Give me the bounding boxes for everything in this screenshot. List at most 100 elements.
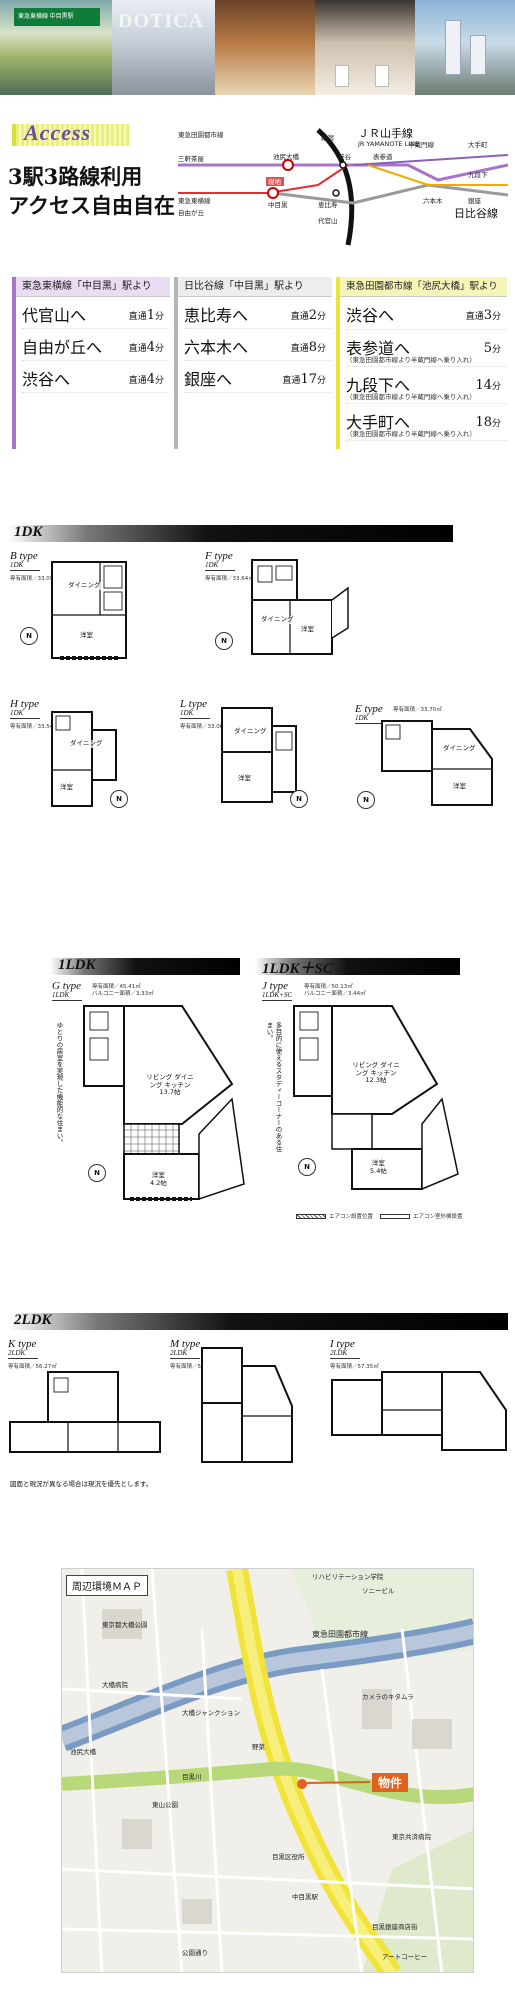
section-bar-1ldk bbox=[50, 958, 240, 975]
route-row: 恵比寿へ 直通2分 bbox=[184, 297, 332, 329]
toyoko-line-label: 東急東横線 bbox=[178, 196, 211, 205]
time-minutes: 4 bbox=[146, 340, 155, 355]
room-ldk-size: 12.3帖 bbox=[365, 1076, 387, 1084]
route-row: 代官山へ 直通1分 bbox=[22, 297, 170, 329]
tower-shape bbox=[445, 20, 461, 75]
route-time: 直通4分 bbox=[129, 340, 164, 355]
toyoko-line bbox=[178, 164, 349, 194]
time-minutes: 3 bbox=[483, 308, 492, 323]
section-bar-2ldk bbox=[8, 1313, 508, 1330]
north-arrow-icon: N bbox=[357, 791, 375, 809]
column-header: 日比谷線「中目黒」駅より bbox=[178, 277, 332, 297]
room-dining: ダイニング bbox=[261, 615, 294, 624]
shop-photo: DOTICA bbox=[112, 0, 215, 95]
ginza-line bbox=[367, 164, 508, 186]
plan-spec: 専有面積／33.06㎡ bbox=[180, 724, 229, 730]
station-label-daikanyama: 代官山 bbox=[318, 216, 338, 225]
route-time: 5分 bbox=[484, 341, 501, 356]
map-label-f: 目黒川 bbox=[182, 1773, 202, 1781]
route-time: 18分 bbox=[475, 415, 501, 430]
legend-aircon-outdoor: エアコン室外機設置 bbox=[380, 1212, 463, 1220]
legend-swatch bbox=[380, 1214, 410, 1219]
map-label-expressway: 東急田園都市線 bbox=[312, 1629, 368, 1639]
station-label-shinjuku: 新宿 bbox=[321, 133, 335, 142]
plan-type: F type bbox=[205, 550, 233, 562]
station-label-ikejiri: 池尻大橋 bbox=[273, 152, 300, 161]
route-destination: 渋谷へ bbox=[346, 306, 395, 325]
legend-swatch bbox=[296, 1214, 326, 1219]
jr-line bbox=[316, 128, 355, 246]
map-label-e: 池尻大橋 bbox=[70, 1747, 97, 1756]
area-map-svg: リハビリテーション学院 ソニービル 東京都大橋公園 大橋病院 池尻大橋 東急田園… bbox=[62, 1569, 473, 1972]
area-map: リハビリテーション学院 ソニービル 東京都大橋公園 大橋病院 池尻大橋 東急田園… bbox=[61, 1568, 474, 1973]
plan-type: J type bbox=[262, 980, 288, 992]
plan-layout: 2LDK bbox=[330, 1349, 360, 1359]
time-prefix: 直通 bbox=[290, 312, 309, 322]
cafe-photo bbox=[315, 0, 415, 95]
legend-label: エアコン室外機設置 bbox=[413, 1214, 463, 1220]
plan-layout: 1DK bbox=[355, 714, 385, 724]
property-tag: 物件 bbox=[372, 1773, 409, 1792]
time-prefix: 直通 bbox=[128, 376, 147, 386]
plan-type: I type bbox=[330, 1338, 355, 1350]
legend-aircon: エアコン設置位置 bbox=[296, 1212, 373, 1220]
route-time: 直通1分 bbox=[129, 308, 164, 323]
route-row: 渋谷へ 直通3分 bbox=[346, 297, 507, 330]
section-label-1ldk: 1LDK bbox=[58, 957, 96, 973]
plan-type: H type bbox=[10, 698, 40, 710]
station-label-roppongi: 六本木 bbox=[423, 196, 443, 205]
photo-strip: 東急東横線 中目黒駅 DOTICA bbox=[0, 0, 515, 95]
plan-layout: 1DK bbox=[10, 709, 40, 719]
plan-layout: 2LDK bbox=[8, 1349, 38, 1359]
north-arrow-icon: N bbox=[298, 1158, 316, 1176]
room-dining: ダイニング bbox=[443, 744, 476, 753]
route-time: 直通17分 bbox=[282, 372, 326, 387]
section-label-1ldk-sc: 1LDK＋SC bbox=[262, 961, 333, 977]
plan-layout: 1LDK bbox=[52, 991, 82, 1001]
room-dining: ダイニング bbox=[68, 581, 101, 590]
rail-map-svg: 現地 ＪＲ山手線 JR YAMANOTE LINE 東急田園都市線 三軒茶屋 池… bbox=[178, 126, 509, 246]
plan-spec: 専有面積／56.27㎡ bbox=[8, 1364, 57, 1370]
plan-layout: 2LDK bbox=[170, 1349, 200, 1359]
map-label-o: カメラのキタムラ bbox=[362, 1692, 414, 1701]
route-row: 表参道へ 5分 （東急田園都市線より半蔵門線へ乗り入れ） bbox=[346, 330, 507, 367]
route-destination: 渋谷へ bbox=[22, 370, 71, 389]
current-marker: 現地 bbox=[268, 177, 282, 186]
property-marker-icon bbox=[297, 1779, 307, 1789]
route-row: 六本木へ 直通8分 bbox=[184, 329, 332, 361]
map-label-i: 中目黒駅 bbox=[292, 1892, 319, 1901]
time-unit: 分 bbox=[491, 345, 501, 355]
time-unit: 分 bbox=[491, 382, 501, 392]
shop-logo: DOTICA bbox=[118, 10, 205, 32]
plan-type: E type bbox=[355, 703, 383, 715]
current-location-badge bbox=[266, 177, 284, 186]
route-time: 直通3分 bbox=[466, 308, 501, 323]
station-label-sangenjaya: 三軒茶屋 bbox=[178, 154, 205, 163]
denentoshi-line bbox=[178, 163, 509, 182]
time-minutes: 8 bbox=[308, 340, 317, 355]
station-label-shibuya: 渋谷 bbox=[338, 152, 352, 161]
map-label-c: 東京都大橋公園 bbox=[102, 1620, 148, 1629]
plan-spec: 専有面積／33.70㎡ bbox=[393, 707, 442, 713]
time-prefix: 直通 bbox=[465, 312, 484, 322]
route-destination: 表参道へ bbox=[346, 339, 411, 358]
route-row: 大手町へ 18分 （東急田園都市線より半蔵門線へ乗り入れ） bbox=[346, 404, 507, 441]
north-arrow-icon: N bbox=[20, 627, 38, 645]
station-shibuya-dot bbox=[339, 161, 347, 169]
map-label-b: ソニービル bbox=[362, 1586, 395, 1595]
hanzomon-line bbox=[352, 154, 509, 166]
map-label-n: 東京共済病院 bbox=[392, 1832, 432, 1841]
map-title: 周辺環境ＭＡＰ bbox=[66, 1575, 148, 1596]
station-label-kudanshita: 九段下 bbox=[468, 170, 488, 179]
station-label-jiyugaoka: 自由が丘 bbox=[178, 208, 205, 217]
route-row: 九段下へ 14分 （東急田園都市線より半蔵門線へ乗り入れ） bbox=[346, 367, 507, 404]
time-unit: 分 bbox=[491, 312, 501, 322]
station-label-nakameguro: 中目黒 bbox=[268, 200, 288, 209]
access-headline: 3駅3路線利用 アクセス自由自在 bbox=[8, 162, 175, 220]
jr-line-label-en: JR YAMANOTE LINE bbox=[357, 140, 419, 148]
